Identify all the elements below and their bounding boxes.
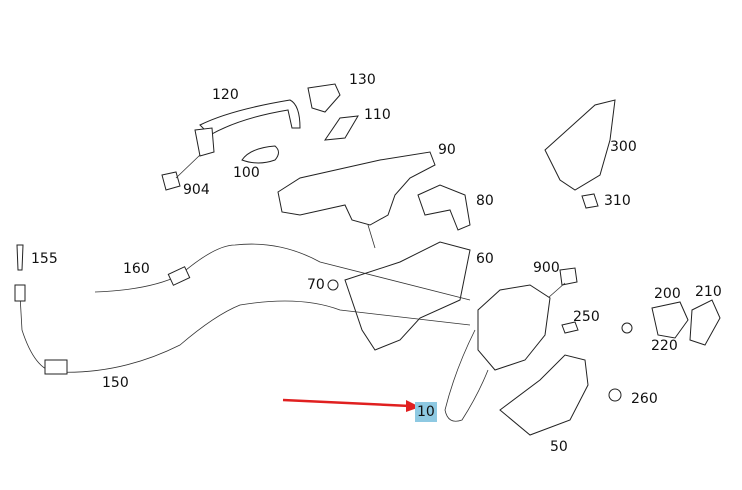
part-120-handle xyxy=(199,99,301,136)
part-155-pin xyxy=(16,244,24,271)
part-250-screw xyxy=(561,321,579,334)
part-904 xyxy=(161,171,181,191)
part-80-bracket xyxy=(417,184,471,231)
callout-250[interactable]: 250 xyxy=(573,309,600,325)
part-120-bracket xyxy=(194,127,215,157)
callout-310[interactable]: 310 xyxy=(604,193,631,209)
part-150-end xyxy=(14,284,26,302)
callout-70[interactable]: 70 xyxy=(307,277,325,293)
callout-90[interactable]: 90 xyxy=(438,142,456,158)
part-900-connector xyxy=(559,267,578,286)
pointer-arrow-line xyxy=(282,398,411,408)
callout-60[interactable]: 60 xyxy=(476,251,494,267)
callout-130[interactable]: 130 xyxy=(349,72,376,88)
part-310-clip xyxy=(581,193,599,209)
callout-10-highlighted[interactable]: 10 xyxy=(415,402,437,422)
callout-110[interactable]: 110 xyxy=(364,107,391,123)
part-210-plate xyxy=(689,299,721,346)
part-50-bracket xyxy=(499,354,589,436)
callout-150[interactable]: 150 xyxy=(102,375,129,391)
callout-120[interactable]: 120 xyxy=(212,87,239,103)
part-160-cable xyxy=(94,243,471,301)
pointer-arrow-head xyxy=(406,400,420,412)
callout-160[interactable]: 160 xyxy=(123,261,150,277)
callout-300[interactable]: 300 xyxy=(610,139,637,155)
part-260-screw xyxy=(608,388,622,402)
part-220-screw xyxy=(621,322,633,334)
callout-155[interactable]: 155 xyxy=(31,251,58,267)
callout-904[interactable]: 904 xyxy=(183,182,210,198)
callout-260[interactable]: 260 xyxy=(631,391,658,407)
callout-50[interactable]: 50 xyxy=(550,439,568,455)
part-90-carrier xyxy=(277,151,436,226)
part-300-cover xyxy=(544,99,616,191)
callout-200[interactable]: 200 xyxy=(654,286,681,302)
part-160-sleeve xyxy=(167,266,191,286)
part-60-bracket xyxy=(344,241,471,351)
callout-80[interactable]: 80 xyxy=(476,193,494,209)
part-200-striker xyxy=(651,301,689,339)
part-70-screw xyxy=(327,279,339,291)
part-130-cap xyxy=(307,83,341,113)
part-10-cable-loop xyxy=(444,329,489,422)
part-110-seal xyxy=(323,115,359,141)
callout-100[interactable]: 100 xyxy=(233,165,260,181)
part-100-gasket xyxy=(241,145,279,164)
callout-900[interactable]: 900 xyxy=(533,260,560,276)
callout-210[interactable]: 210 xyxy=(695,284,722,300)
part-150-sleeve xyxy=(44,359,68,375)
part-10-latch xyxy=(477,284,551,371)
callout-220[interactable]: 220 xyxy=(651,338,678,354)
